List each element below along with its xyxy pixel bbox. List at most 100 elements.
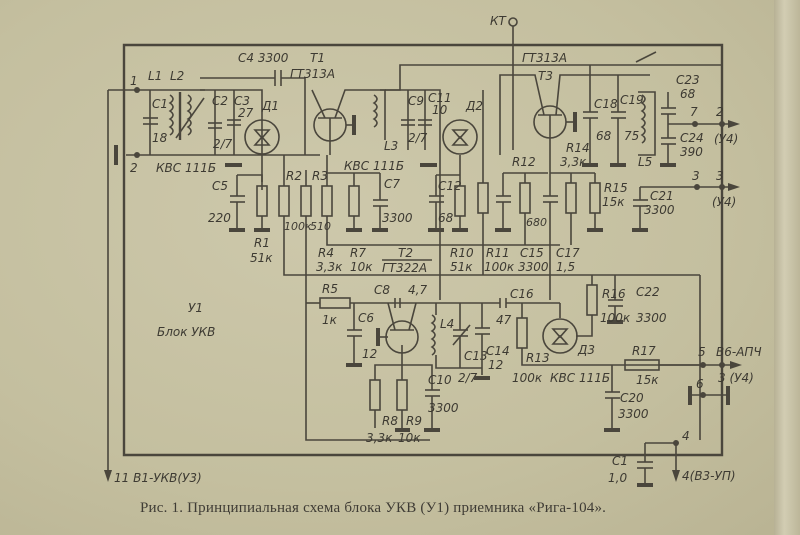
terminal-3a: 3 — [692, 169, 700, 183]
c6-value: 12 — [362, 347, 377, 361]
c18-label: C18 — [594, 97, 618, 111]
c15-label: C15 — [520, 246, 544, 260]
c21-value: 3300 — [644, 203, 675, 217]
d3-label: Д3 — [577, 343, 595, 357]
input-circuit: L1 L2 C1 18 — [137, 69, 205, 155]
terminal-11-label: 11 В1-УКВ(У3) — [114, 471, 202, 485]
r15-value: 15к — [602, 195, 625, 209]
c1-label: C1 — [152, 97, 168, 111]
terminal-3b: 3 — [716, 169, 724, 183]
terminal-3-dest: (У4) — [712, 195, 736, 209]
c7-value: 3300 — [382, 211, 413, 225]
c24-label: C24 — [680, 131, 704, 145]
c15-value: 3300 — [518, 260, 549, 274]
r1-label: R1 — [254, 236, 270, 250]
d1-circuit: C4 3300 C2 2/7 C3 27 Д1 КВС 111Б — [156, 51, 306, 182]
r8-label: R8 — [382, 414, 398, 428]
block-designator: У1 — [188, 301, 203, 315]
c11-label: C11 — [428, 91, 452, 105]
c6-label: C6 — [358, 311, 374, 325]
terminal-5: 5 — [698, 345, 706, 359]
input-bus: 1 2 11 В1-УКВ(У3) — [104, 74, 320, 485]
bias-network-2: C12 68 R12 680 R15 15к — [428, 90, 628, 300]
c24-value: 390 — [680, 145, 703, 159]
r5-value: 1к — [322, 313, 338, 327]
l4-label: L4 — [440, 317, 454, 331]
r11-value: 100к — [484, 260, 515, 274]
c21-label: C21 — [650, 189, 674, 203]
l1-label: L1 — [148, 69, 162, 83]
c8-label: C8 — [374, 283, 390, 297]
bias-network-1: C5 220 R1 51к R2 100к R3 510 C7 3300 — [208, 155, 700, 441]
t3-label: T3 — [538, 69, 553, 83]
t2-type: ГТ322А — [382, 261, 427, 275]
r2-value: 100к — [284, 220, 312, 233]
test-point-kt[interactable]: КТ — [490, 14, 518, 150]
c19-label: C19 — [620, 93, 644, 107]
c3-value: 27 — [238, 106, 254, 120]
c3-label: C3 — [234, 94, 250, 108]
c5-value: 220 — [208, 211, 231, 225]
terminal-2-dest: (У4) — [714, 132, 738, 146]
terminal-2-out: 2 — [716, 105, 724, 119]
c11-value: 10 — [432, 103, 448, 117]
c9-label: C9 — [408, 94, 424, 108]
d2-type: КВС 111Б — [344, 159, 404, 173]
afc-terminals: 5 В6-АПЧ 3 (У4) 6 — [659, 345, 762, 405]
page-fold — [774, 0, 800, 535]
r17-label: R17 — [632, 344, 656, 358]
output-terminals: 7 2 (У4) C21 3300 3 3 (У4) — [632, 105, 740, 232]
c16-label: C16 — [510, 287, 534, 301]
d1-type: КВС 111Б — [156, 161, 216, 175]
cext-label: C1 — [612, 454, 628, 468]
t3-stage: ГТ313А T3 R14 3,3к C18 68 C19 75 L5 C23 … — [499, 51, 704, 169]
c22-label: C22 — [636, 285, 660, 299]
r8-value: 3,3к — [366, 431, 393, 445]
r16-label: R16 — [602, 287, 626, 301]
terminal-2: 2 — [130, 161, 138, 175]
terminal-4-label: 4(В3-УП) — [682, 469, 736, 483]
c14-value: 12 — [488, 358, 503, 372]
r12-value: 680 — [526, 216, 547, 229]
c23-label: C23 — [676, 73, 700, 87]
c17-label: C17 — [556, 246, 580, 260]
c1-value: 18 — [152, 131, 168, 145]
r15-label: R15 — [604, 181, 628, 195]
t3-type: ГТ313А — [522, 51, 567, 65]
r12-label: R12 — [512, 155, 536, 169]
r3-value: 510 — [310, 220, 331, 233]
c10-label: C10 — [428, 373, 452, 387]
figure-caption: Рис. 1. Принципиальная схема блока УКВ (… — [140, 500, 607, 516]
c18-value: 68 — [596, 129, 612, 143]
c13-label: C13 — [464, 349, 488, 363]
r2-label: R2 — [286, 169, 302, 183]
c10-value: 3300 — [428, 401, 459, 415]
d3-type: КВС 111Б — [550, 371, 610, 385]
block-name: Блок УКВ — [157, 325, 215, 339]
r9-label: R9 — [406, 414, 422, 428]
r3-label: R3 — [312, 169, 328, 183]
terminal-1: 1 — [130, 74, 138, 88]
d1-varicap — [244, 119, 280, 155]
cext-value: 1,0 — [608, 471, 627, 485]
r7-value: 10к — [350, 260, 373, 274]
r5-label: R5 — [322, 282, 338, 296]
c19-value: 75 — [624, 129, 639, 143]
l2-label: L2 — [170, 69, 184, 83]
c7-label: C7 — [384, 177, 400, 191]
r13-value: 100к — [512, 371, 543, 385]
terminal-4: 4 — [682, 429, 690, 443]
r1-value: 51к — [250, 251, 273, 265]
r4-value: 3,3к — [316, 260, 343, 274]
c13-value: 2/7 — [458, 371, 478, 385]
l3-label: L3 — [384, 139, 398, 153]
r16-value: 100к — [600, 311, 631, 325]
r14-value: 3,3к — [560, 155, 587, 169]
terminal-7: 7 — [690, 105, 698, 119]
c23-value: 68 — [680, 87, 696, 101]
terminal-5-label: В6-АПЧ — [716, 345, 762, 359]
r14-label: R14 — [566, 141, 590, 155]
t2-stage: R5 1к C6 12 C8 4,7 R8 R9 3,3к 10к C10 33… — [306, 282, 560, 445]
